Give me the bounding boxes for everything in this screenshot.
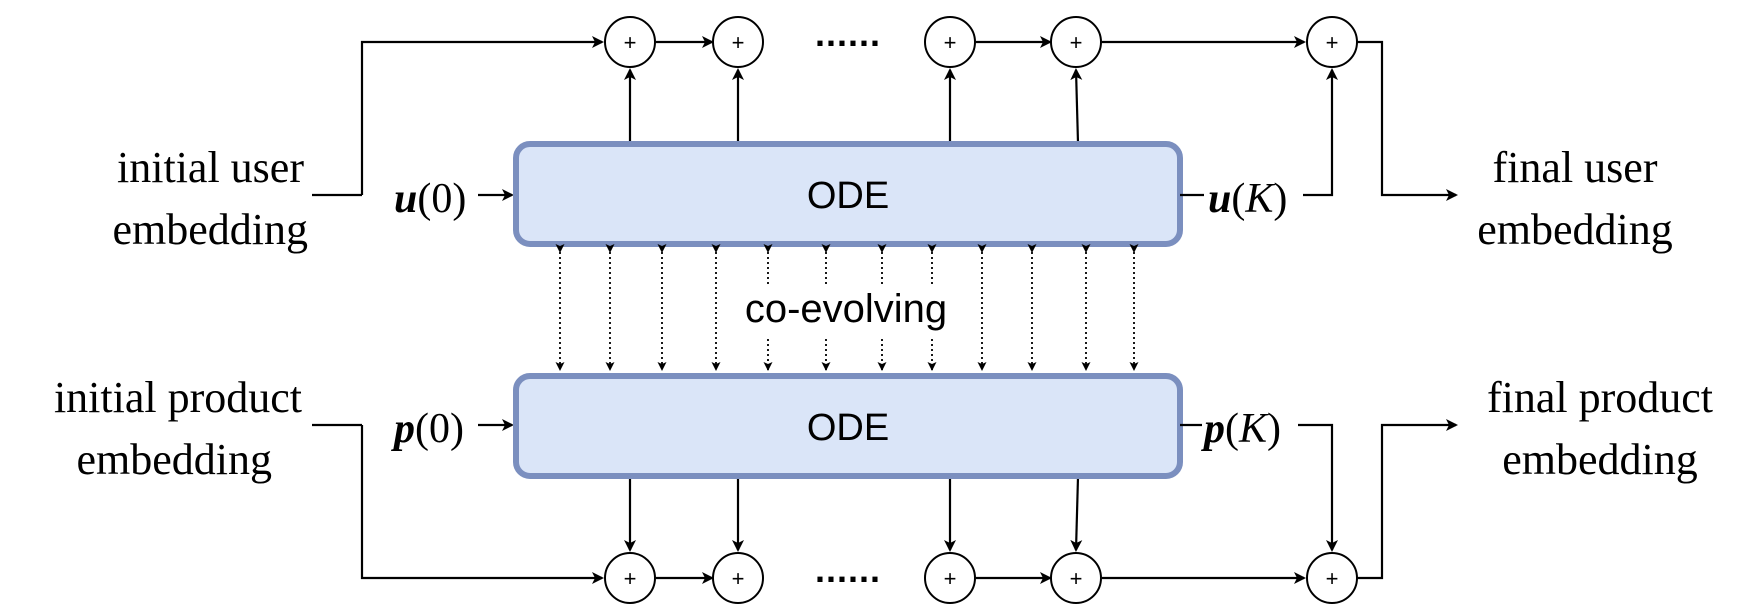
product-adder-4: + xyxy=(1050,552,1102,604)
product-adder-5: + xyxy=(1306,552,1358,604)
product-final-wire xyxy=(1298,423,1338,552)
product-output-symbol: p(K) xyxy=(1201,406,1281,452)
final-product-label-line2: embedding xyxy=(1502,435,1698,484)
user-final-wire xyxy=(1303,68,1338,197)
svg-text:+: + xyxy=(732,30,745,55)
svg-text:+: + xyxy=(624,566,637,591)
initial-product-label-line1: initial product xyxy=(54,373,302,422)
svg-text:+: + xyxy=(624,30,637,55)
svg-text:+: + xyxy=(1326,30,1339,55)
product-adder-2: + xyxy=(712,552,764,604)
coupling-label-bg xyxy=(724,286,968,336)
user-adder-3: + xyxy=(924,16,976,68)
final-product-label-line1: final product xyxy=(1487,373,1713,422)
svg-text:+: + xyxy=(944,566,957,591)
product-ode-label: ODE xyxy=(807,407,889,449)
svg-text:+: + xyxy=(1070,30,1083,55)
user-adder-2: + xyxy=(712,16,764,68)
product-adder-3: + xyxy=(924,552,976,604)
user-ellipsis: ...... xyxy=(815,13,881,54)
user-ode-out-4 xyxy=(1070,68,1083,144)
user-adder-5: + xyxy=(1306,16,1358,68)
user-skip-wire xyxy=(360,36,604,195)
user-adder-1: + xyxy=(604,16,656,68)
initial-product-label-line2: embedding xyxy=(76,435,272,484)
coupling-arrows xyxy=(555,244,1139,371)
product-adder-1: + xyxy=(604,552,656,604)
coupling-label: co-evolving xyxy=(745,287,947,331)
svg-text:+: + xyxy=(944,30,957,55)
final-user-label-line1: final user xyxy=(1493,143,1658,192)
user-input-symbol: u(0) xyxy=(394,176,466,222)
product-skip-wire xyxy=(360,425,604,584)
user-output-wire xyxy=(1356,40,1458,201)
user-adder-4: + xyxy=(1050,16,1102,68)
product-ellipsis: ...... xyxy=(815,549,881,590)
product-ode-out-4 xyxy=(1070,476,1083,552)
final-user-label-line2: embedding xyxy=(1477,205,1673,254)
svg-text:+: + xyxy=(1070,566,1083,591)
user-output-symbol: u(K) xyxy=(1208,176,1287,222)
svg-text:+: + xyxy=(1326,566,1339,591)
product-output-wire xyxy=(1356,419,1458,580)
initial-user-label-line2: embedding xyxy=(112,205,308,254)
initial-user-label-line1: initial user xyxy=(117,143,304,192)
product-input-symbol: p(0) xyxy=(391,406,464,452)
svg-text:+: + xyxy=(732,566,745,591)
user-ode-label: ODE xyxy=(807,175,889,217)
